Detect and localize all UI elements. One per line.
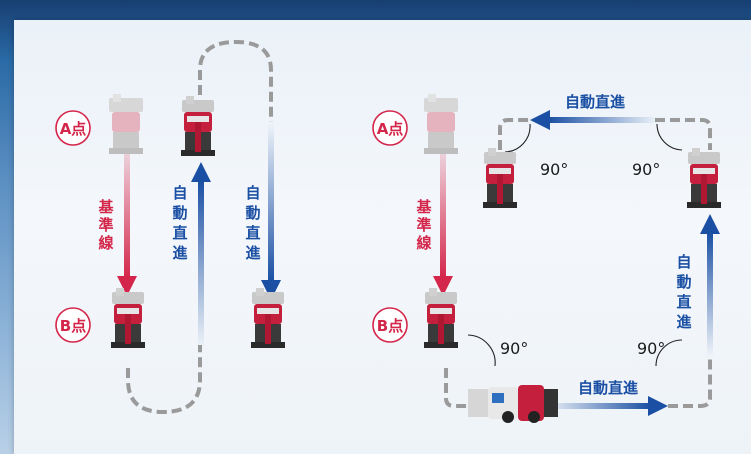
right-baseline-arrowhead (433, 276, 453, 296)
left-auto-straight-up-arrowhead (191, 162, 211, 182)
left-machine-turn-top-icon (181, 96, 215, 156)
right-angle-label-top-left: 90° (540, 160, 568, 179)
right-point-a-label: A点 (377, 120, 404, 138)
right-bottom-arrowhead (648, 396, 668, 416)
left-baseline-arrowhead (117, 276, 137, 296)
right-bottom-left-corner-path (444, 368, 480, 408)
right-angle-arc-top-right (656, 123, 683, 151)
right-top-arrow-shaft (548, 117, 658, 123)
right-angle-arc-bottom-left (467, 334, 496, 367)
left-auto-straight-up-shaft (198, 180, 204, 350)
left-baseline-char-3: 線 (98, 234, 113, 252)
right-auto-straight-side-char-2: 動 (676, 273, 691, 291)
left-auto-straight-down-arrowhead (261, 280, 281, 300)
left-auto-straight-2-char-1: 自 (245, 184, 260, 202)
right-top-left-corner-path (498, 118, 530, 150)
left-point-b-label: B点 (60, 317, 86, 335)
left-auto-straight-2-char-4: 進 (245, 244, 261, 262)
left-machine-at-a-icon (109, 94, 143, 154)
right-baseline-char-3: 線 (416, 234, 431, 252)
right-machine-turn-top-left-icon (483, 148, 517, 208)
left-auto-straight-1-char-2: 動 (172, 204, 187, 222)
left-diagram: A点 B点 基 準 線 自 動 直 進 自 動 直 進 (55, 39, 285, 415)
right-auto-straight-side-char-1: 自 (676, 253, 691, 271)
left-auto-straight-1-char-3: 直 (172, 224, 187, 242)
left-baseline-arrow-shaft (124, 150, 130, 278)
right-auto-straight-side-char-3: 直 (676, 293, 691, 311)
right-machine-turn-bottom-icon (468, 385, 558, 423)
left-point-a-label: A点 (60, 120, 87, 138)
right-baseline-arrow-shaft (440, 150, 446, 278)
right-baseline-char-2: 準 (416, 216, 431, 234)
left-auto-straight-1-char-1: 自 (172, 184, 187, 202)
left-top-turn-path (198, 39, 273, 122)
right-side-arrowhead (700, 214, 720, 234)
left-bottom-turn-path (126, 345, 202, 415)
right-machine-at-b-icon (424, 288, 458, 348)
right-baseline-char-1: 基 (415, 198, 432, 216)
right-point-b-label: B点 (377, 317, 403, 335)
left-auto-straight-1-char-4: 進 (172, 244, 188, 262)
right-auto-straight-side-char-4: 進 (676, 313, 692, 331)
right-top-right-corner-path (655, 118, 712, 150)
left-baseline-char-2: 準 (98, 216, 113, 234)
right-angle-arc-top-left (504, 123, 531, 153)
left-point-a-badge (55, 110, 91, 146)
left-auto-straight-2-char-2: 動 (245, 204, 260, 222)
right-angle-label-bottom-right: 90° (637, 339, 665, 358)
right-machine-turn-top-right-icon (687, 148, 721, 208)
right-side-arrow-shaft (707, 232, 713, 357)
left-machine-right-icon (251, 288, 285, 348)
left-baseline-char-1: 基 (97, 198, 114, 216)
right-top-arrowhead (530, 110, 550, 130)
left-point-b-badge (55, 307, 91, 343)
right-diagram: A点 B点 基 準 線 自動直進 自動直進 自 動 直 進 90° 90° 90… (372, 93, 721, 423)
left-auto-straight-down-shaft (268, 122, 274, 282)
right-angle-arc-bottom-right (655, 339, 683, 367)
right-point-a-badge (372, 110, 408, 146)
right-angle-label-bottom-left: 90° (500, 339, 528, 358)
right-point-b-badge (372, 307, 408, 343)
diagram-panel (14, 20, 751, 454)
right-auto-straight-bottom-label: 自動直進 (578, 379, 639, 397)
right-auto-straight-top-label: 自動直進 (565, 93, 626, 111)
left-auto-straight-2-char-3: 直 (245, 224, 260, 242)
left-machine-at-b-icon (111, 288, 145, 348)
right-bottom-right-corner-path (668, 355, 712, 408)
right-bottom-arrow-shaft (545, 403, 650, 409)
right-angle-label-top-right: 90° (632, 160, 660, 179)
right-machine-at-a-icon (424, 94, 458, 154)
